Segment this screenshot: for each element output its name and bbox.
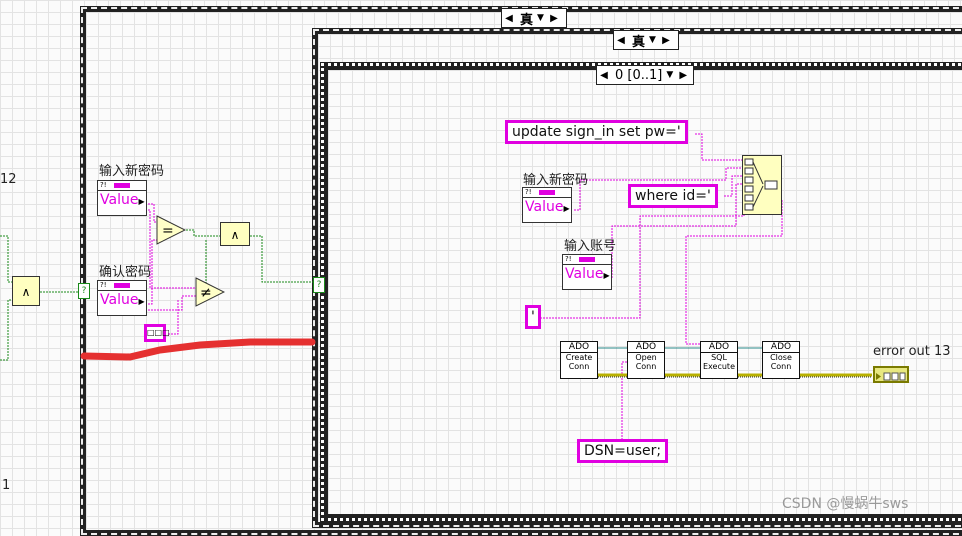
ado-open-connection-node[interactable]: ADO Open Conn: [627, 341, 665, 379]
terminal-arrow-icon: ▶: [603, 271, 610, 280]
string-wire: [724, 175, 744, 197]
error-out-indicator[interactable]: [873, 366, 909, 383]
and-function[interactable]: ∧: [220, 222, 250, 246]
string-wire: [148, 203, 158, 223]
new-password-label: 输入新密码: [523, 173, 589, 188]
inner-case-label: 真: [632, 34, 646, 50]
bool-wire: [0, 235, 12, 283]
ado-node-header: ADO: [561, 342, 597, 353]
dropdown-icon[interactable]: ▼: [666, 70, 674, 80]
string-wire: [168, 300, 179, 335]
account-label: 输入账号: [564, 239, 617, 254]
ado-create-connection-node[interactable]: ADO Create Conn: [560, 341, 598, 379]
inner-case-selector[interactable]: ◀ 真 ▼ ▶: [613, 30, 679, 50]
next-case-icon[interactable]: ▶: [550, 12, 558, 24]
new-password-control[interactable]: ?! Value▶: [97, 180, 147, 216]
left-number-top: 12: [0, 172, 17, 187]
ado-node-header: ADO: [628, 342, 664, 353]
new-password-label: 输入新密码: [99, 164, 165, 179]
string-wire: [685, 200, 783, 345]
value-text: Value: [565, 266, 604, 282]
confirm-password-control[interactable]: ?! Value▶: [97, 280, 147, 316]
confirm-password-label: 确认密码: [99, 265, 152, 280]
string-wire: [574, 167, 744, 211]
ado-sql-execute-node[interactable]: ADO SQL Execute: [700, 341, 738, 379]
red-annotation-stroke: [80, 338, 316, 361]
ado-node-line: SQL: [711, 353, 727, 362]
string-wire: [148, 239, 158, 305]
next-frame-icon[interactable]: ▶: [679, 69, 688, 81]
prev-case-icon[interactable]: ◀: [505, 12, 513, 24]
ado-node-line: Execute: [703, 362, 735, 371]
ado-node-line: Conn: [568, 362, 590, 371]
update-string-constant[interactable]: update sign_in set pw=': [505, 120, 688, 144]
string-wire: [148, 295, 196, 311]
new-password-control[interactable]: ?! Value▶: [522, 187, 572, 223]
left-tunnel[interactable]: ?: [78, 283, 90, 299]
ado-node-line: Open: [635, 353, 657, 362]
prev-case-icon[interactable]: ◀: [617, 34, 625, 46]
concatenate-strings-function[interactable]: [742, 155, 782, 215]
string-wire: [148, 209, 196, 289]
outer-case-label: 真: [520, 12, 534, 28]
dsn-string-constant[interactable]: DSN=user;: [577, 439, 669, 463]
not-equal-symbol: ≠: [200, 285, 212, 301]
ado-node-header: ADO: [701, 342, 737, 353]
bool-wire: [186, 229, 220, 237]
left-number-bottom: 1: [2, 478, 11, 493]
watermark: CSDN @慢蜗牛sws: [782, 496, 909, 512]
empty-string-constant[interactable]: □□□: [144, 324, 170, 342]
sequence-selector[interactable]: ◀ 0 [0..1] ▼ ▶: [596, 65, 694, 85]
ado-node-line: Close: [770, 353, 792, 362]
terminal-arrow-icon: ▶: [138, 197, 145, 206]
string-wire: [695, 133, 744, 161]
flat-sequence-structure[interactable]: [320, 62, 962, 522]
and-function[interactable]: ∧: [12, 276, 40, 306]
ado-close-connection-node[interactable]: ADO Close Conn: [762, 341, 800, 379]
value-text: Value: [525, 199, 564, 215]
not-equal-function[interactable]: ≠: [195, 277, 225, 307]
equal-symbol: =: [162, 223, 174, 239]
quote-string-constant[interactable]: ': [525, 305, 541, 329]
equal-function[interactable]: =: [156, 215, 186, 245]
string-wire: [621, 361, 628, 440]
ado-node-line: Conn: [635, 362, 657, 371]
dropdown-icon[interactable]: ▼: [649, 35, 656, 45]
outer-case-selector[interactable]: ◀ 真 ▼ ▶: [501, 8, 567, 28]
bool-wire: [0, 299, 12, 361]
error-cluster-icon: [876, 372, 906, 381]
next-case-icon[interactable]: ▶: [662, 34, 670, 46]
terminal-arrow-icon: ▶: [138, 297, 145, 306]
ado-node-header: ADO: [763, 342, 799, 353]
account-control[interactable]: ?! Value▶: [562, 254, 612, 290]
inner-tunnel[interactable]: ?: [313, 277, 325, 293]
ado-node-line: Create: [565, 353, 593, 362]
value-text: Value: [100, 292, 139, 308]
prev-frame-icon[interactable]: ◀: [600, 69, 608, 81]
sequence-label: 0 [0..1]: [615, 67, 663, 83]
ado-node-line: Conn: [770, 362, 792, 371]
error-out-label: error out 13: [873, 344, 951, 359]
bool-wire: [250, 235, 320, 283]
dropdown-icon[interactable]: ▼: [537, 13, 544, 23]
where-string-constant[interactable]: where id=': [628, 184, 718, 208]
concatenate-icon: [744, 158, 778, 211]
value-text: Value: [100, 192, 139, 208]
terminal-arrow-icon: ▶: [563, 204, 570, 213]
